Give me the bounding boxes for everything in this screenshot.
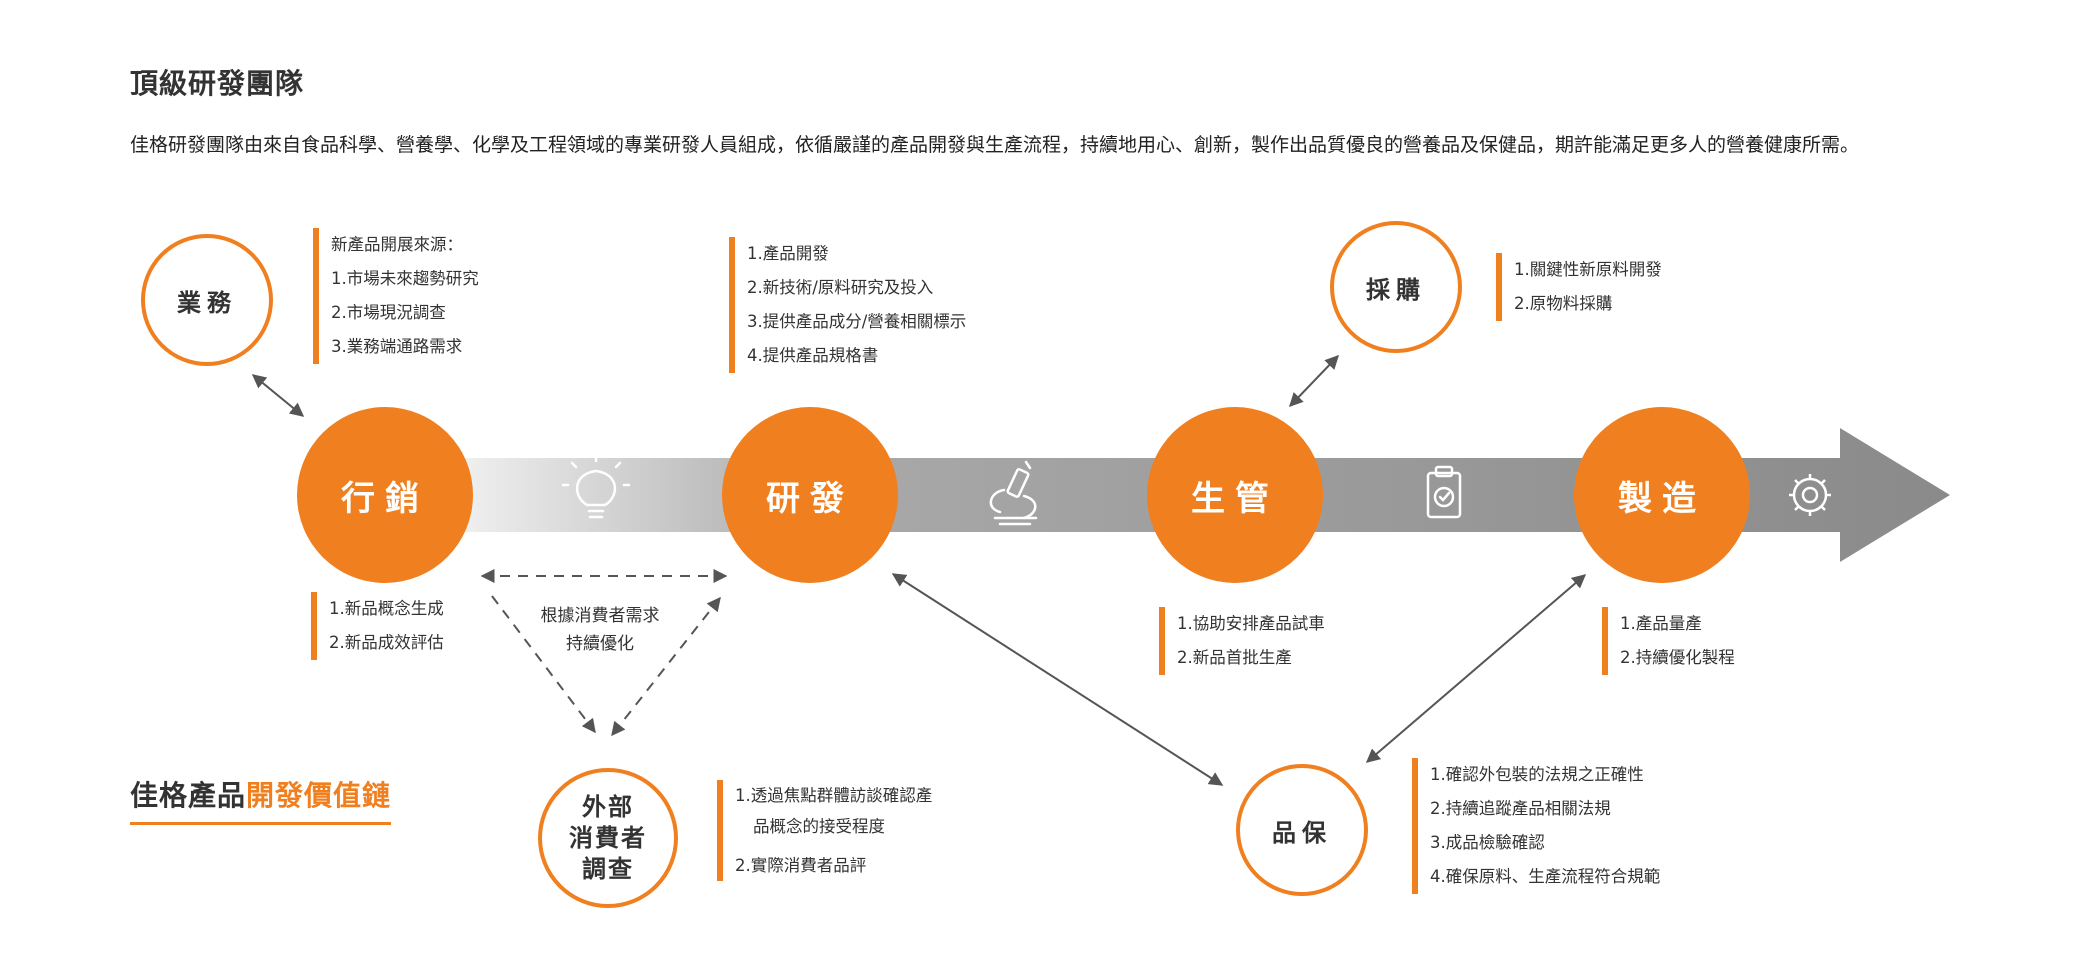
- lightbulb-icon: [561, 453, 631, 519]
- center-note-line1: 根據消費者需求: [540, 606, 660, 626]
- connector-rnd-quality: [891, 573, 1224, 786]
- consumer-survey-notes: 1.透過焦點群體訪談確認產 品概念的接受程度 2.實際消費者品評: [717, 780, 932, 881]
- note-line: 1.產品開發: [747, 244, 829, 263]
- value-chain-heading-part2: 開發價值鏈: [246, 779, 392, 812]
- business-label: 業務: [177, 288, 237, 317]
- clipboard-icon: [1426, 465, 1462, 519]
- rnd-notes: 1.產品開發 2.新技術/原料研究及投入 3.提供產品成分/營養相關標示 4.提…: [729, 237, 966, 373]
- purchasing-notes: 1.關鍵性新原料開發 2.原物料採購: [1496, 253, 1662, 321]
- note-line: 1.新品概念生成: [329, 599, 444, 618]
- circle-business: [141, 234, 273, 366]
- note-line: 4.確保原料、生產流程符合規範: [1430, 867, 1661, 886]
- marketing-notes: 1.新品概念生成 2.新品成效評估: [311, 592, 444, 660]
- note-line: 1.透過焦點群體訪談確認產: [735, 786, 933, 805]
- circle-production-management: [1147, 407, 1323, 583]
- consumer-survey-line2: 消費者: [569, 823, 647, 852]
- stage-marketing-label: 行銷: [341, 478, 429, 519]
- consumer-survey-label: 外部 消費者 調查: [540, 772, 676, 904]
- business-notes: 新產品開展來源： 1.市場未來趨勢研究 2.市場現況調查 3.業務端通路需求: [313, 228, 479, 364]
- intro-text: 佳格研發團隊由來自食品科學、營養學、化學及工程領域的專業研發人員組成，依循嚴謹的…: [130, 134, 1860, 156]
- gear-icon: [1789, 474, 1831, 516]
- circle-rnd: [722, 407, 898, 583]
- note-line: 2.持續追蹤產品相關法規: [1430, 799, 1611, 818]
- note-line: 1.市場未來趨勢研究: [331, 269, 479, 288]
- value-chain-heading-part1: 佳格產品: [130, 779, 247, 812]
- note-line: 1.關鍵性新原料開發: [1514, 260, 1662, 279]
- stage-rnd-label: 研發: [766, 478, 854, 519]
- quality-assurance-label: 品保: [1272, 818, 1332, 847]
- connector-purchasing-production: [1289, 354, 1339, 408]
- stage-manufacturing-label: 製造: [1618, 478, 1706, 519]
- note-line: 3.成品檢驗確認: [1430, 833, 1545, 852]
- circle-marketing: [297, 407, 473, 583]
- note-line: 1.產品量產: [1620, 614, 1702, 633]
- note-line: 新產品開展來源：: [331, 235, 463, 254]
- note-line: 2.市場現況調查: [331, 303, 446, 322]
- manufacturing-notes: 1.產品量產 2.持續優化製程: [1602, 607, 1735, 675]
- connector-manufacturing-quality: [1365, 574, 1587, 763]
- note-line: 2.新品首批生產: [1177, 648, 1292, 667]
- note-line: 4.提供產品規格書: [747, 346, 879, 365]
- note-line: 2.原物料採購: [1514, 294, 1613, 313]
- purchasing-label: 採購: [1366, 275, 1426, 304]
- circle-manufacturing: [1574, 407, 1750, 583]
- consumer-survey-line1: 外部: [582, 792, 634, 821]
- note-line: 1.協助安排產品試車: [1177, 614, 1325, 633]
- circle-purchasing: [1330, 221, 1462, 353]
- note-line: 2.實際消費者品評: [735, 856, 867, 875]
- circle-quality-assurance: [1236, 764, 1368, 896]
- note-line: 品概念的接受程度: [753, 817, 885, 836]
- circle-consumer-survey: [538, 768, 678, 908]
- note-line: 3.提供產品成分/營養相關標示: [747, 312, 967, 331]
- consumer-survey-line3: 調查: [582, 854, 634, 883]
- note-line: 2.新品成效評估: [329, 633, 444, 652]
- connector-business-marketing: [251, 374, 305, 417]
- value-chain-heading: 佳格產品開發價值鏈: [130, 774, 392, 825]
- microscope-icon: [989, 460, 1038, 526]
- quality-assurance-notes: 1.確認外包裝的法規之正確性 2.持續追蹤產品相關法規 3.成品檢驗確認 4.確…: [1412, 758, 1660, 894]
- consumer-feedback-note: 根據消費者需求 持續優化: [520, 602, 680, 658]
- center-note-line2: 持續優化: [566, 634, 634, 654]
- page-title: 頂級研發團隊: [130, 67, 305, 100]
- production-management-notes: 1.協助安排產品試車 2.新品首批生產: [1159, 607, 1325, 675]
- stage-production-management-label: 生管: [1191, 478, 1279, 519]
- note-line: 2.持續優化製程: [1620, 648, 1735, 667]
- note-line: 2.新技術/原料研究及投入: [747, 278, 934, 297]
- dashed-right-edge: [611, 596, 721, 737]
- note-line: 3.業務端通路需求: [331, 337, 463, 356]
- note-line: 1.確認外包裝的法規之正確性: [1430, 765, 1644, 784]
